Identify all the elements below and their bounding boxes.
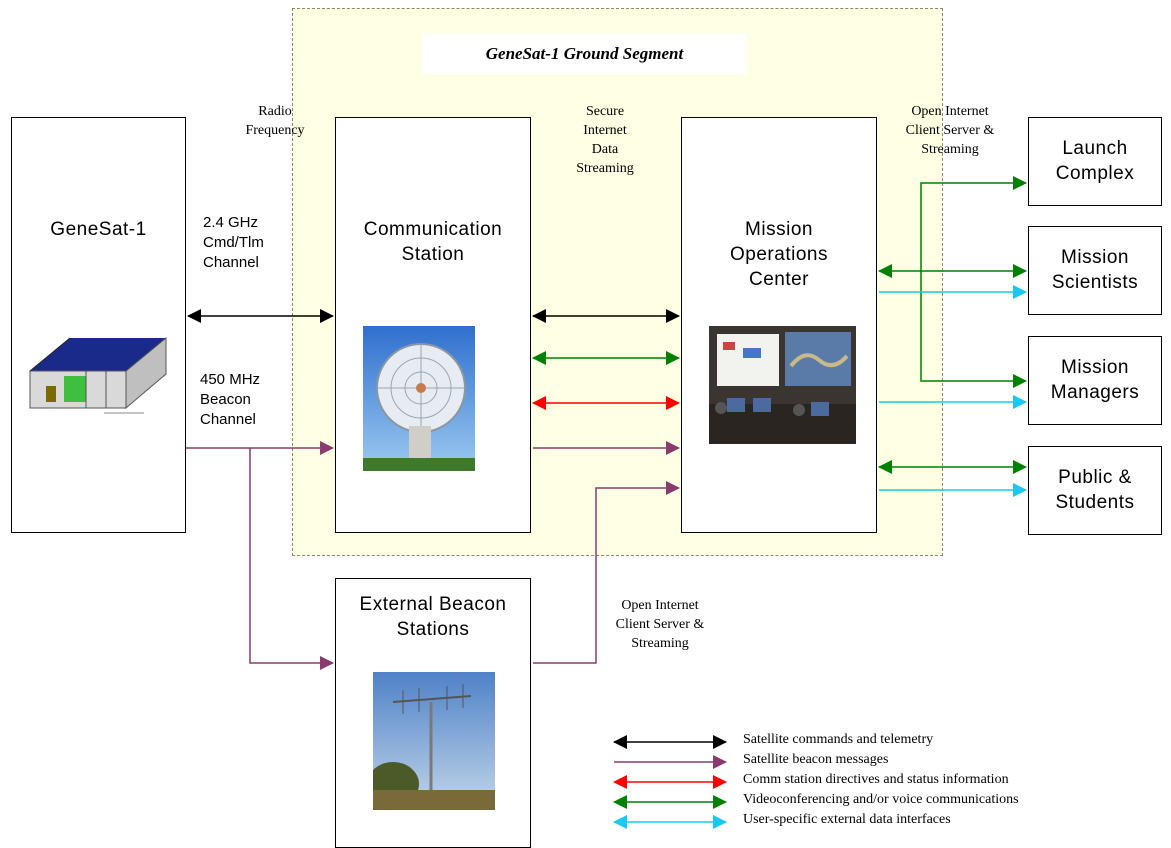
- launch-complex-label: Launch Complex: [1055, 138, 1135, 184]
- open-internet-top-label: Open Internet Client Server & Streaming: [905, 104, 995, 157]
- public-students-box: Public & Students: [1028, 446, 1162, 535]
- dish-antenna-photo: [363, 326, 475, 471]
- public-students-label: Public & Students: [1055, 467, 1135, 513]
- genesat-label: GeneSat-1: [50, 219, 147, 240]
- beacon-channel-label: 450 MHz Beacon Channel: [200, 371, 261, 428]
- cmd-tlm-channel-label: 2.4 GHz Cmd/Tlm Channel: [203, 214, 264, 271]
- external-beacon-moc-link: [533, 481, 680, 664]
- beacon-link-external: [249, 448, 334, 670]
- legend-beacon: Satellite beacon messages: [743, 752, 889, 767]
- communication-station-label: Communication Station: [363, 219, 503, 265]
- legend-commands: Satellite commands and telemetry: [743, 732, 934, 747]
- launch-video-link: [920, 176, 1027, 271]
- legend-data: User-specific external data interfaces: [743, 812, 951, 827]
- satellite-icon: [29, 336, 167, 414]
- secure-internet-label: Secure Internet Data Streaming: [576, 104, 634, 176]
- mission-scientists-box: Mission Scientists: [1028, 226, 1162, 315]
- launch-complex-box: Launch Complex: [1028, 117, 1162, 206]
- open-internet-bottom-label: Open Internet Client Server & Streaming: [615, 598, 705, 651]
- managers-video-link: [920, 271, 1027, 388]
- control-room-photo: [709, 326, 856, 444]
- external-beacon-stations-box: External Beacon Stations: [335, 578, 531, 848]
- genesat-box: GeneSat-1: [11, 117, 186, 533]
- mission-operations-center-label: Mission Operations Center: [730, 219, 828, 290]
- ground-segment-title: GeneSat-1 Ground Segment: [422, 33, 747, 75]
- legend-directives: Comm station directives and status infor…: [743, 772, 1009, 787]
- mission-scientists-label: Mission Scientists: [1051, 247, 1139, 293]
- mission-operations-center-box: Mission Operations Center: [681, 117, 877, 533]
- radio-frequency-label: Radio Frequency: [245, 104, 305, 138]
- mission-managers-label: Mission Managers: [1050, 357, 1140, 403]
- mission-managers-box: Mission Managers: [1028, 336, 1162, 425]
- legend-video: Videoconferencing and/or voice communica…: [743, 792, 1019, 807]
- communication-station-box: Communication Station: [335, 117, 531, 533]
- yagi-antenna-photo: [373, 672, 495, 810]
- external-beacon-stations-label: External Beacon Stations: [359, 594, 507, 640]
